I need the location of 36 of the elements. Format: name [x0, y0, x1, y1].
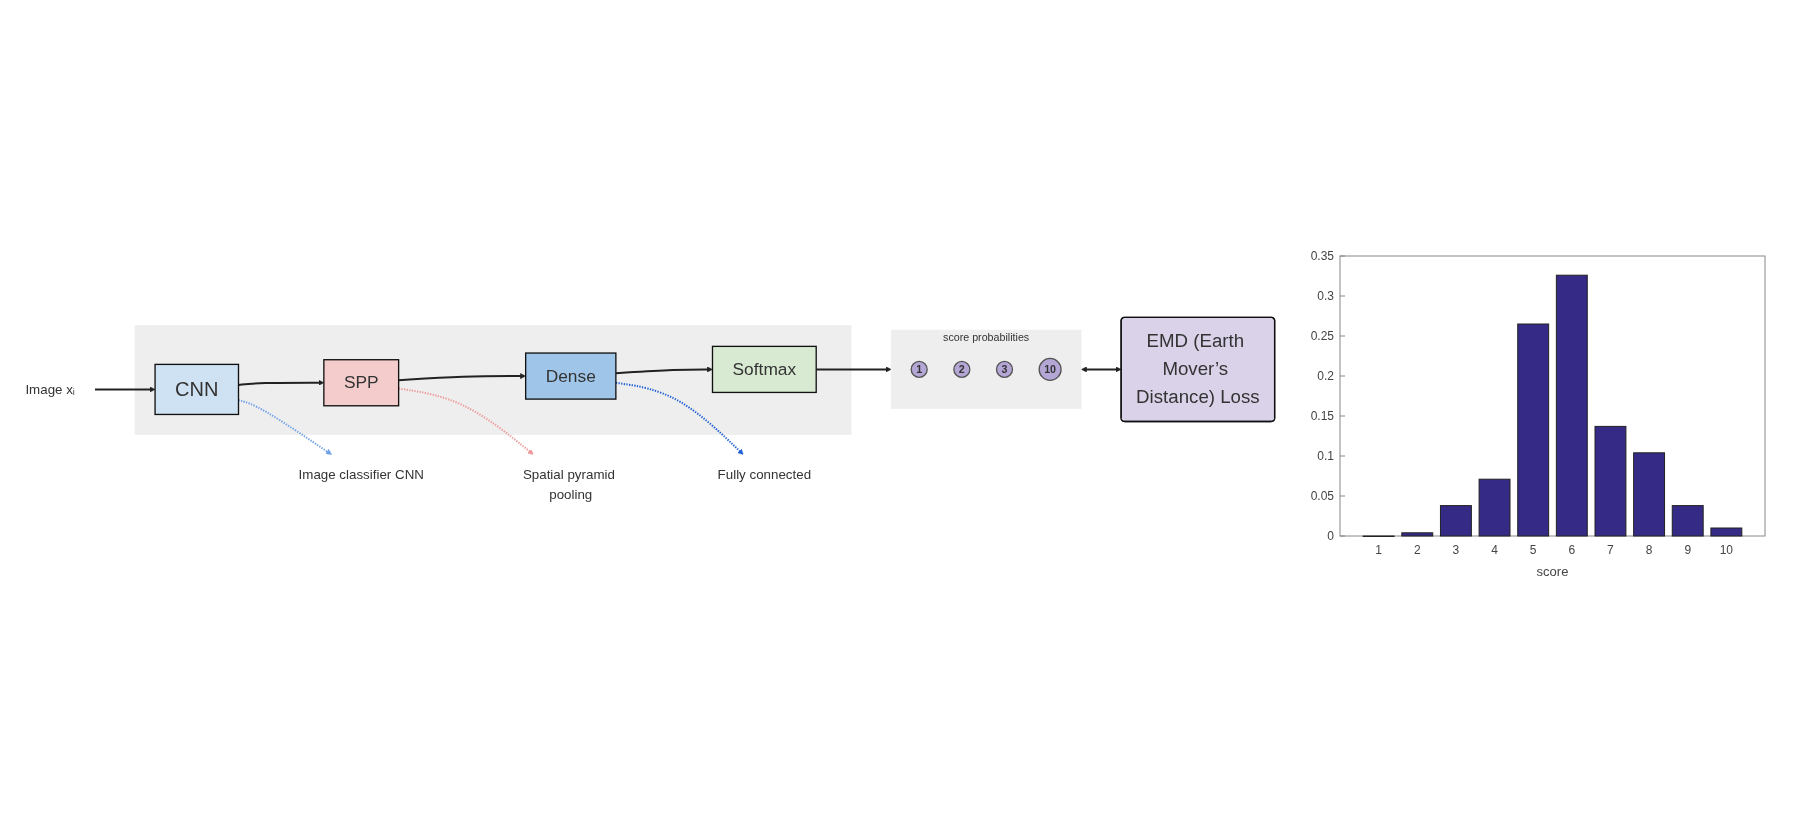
cluster [134, 325, 852, 435]
y-tick-label: 0.1 [1317, 449, 1334, 463]
x-tick-label: 6 [1568, 543, 1576, 557]
cluster [890, 329, 1082, 410]
node-text: Image classifier CNN [298, 467, 424, 482]
x-tick-label: 9 [1684, 543, 1692, 557]
y-tick-label: 0.35 [1310, 249, 1334, 263]
x-tick-label: 4 [1491, 543, 1498, 557]
node-box: SPP [323, 359, 400, 407]
x-tick-label: 7 [1607, 543, 1614, 557]
x-tick-label: 1 [1375, 543, 1382, 557]
arrow [94, 386, 156, 393]
y-tick-label: 0.3 [1317, 289, 1334, 303]
x-tick-label: 8 [1645, 543, 1653, 557]
x-tick-label: 5 [1529, 543, 1537, 557]
y-tick-label: 0.15 [1310, 409, 1334, 423]
node-circle: 3 [995, 360, 1014, 379]
x-tick-label: 2 [1413, 543, 1421, 557]
node-text: Fully connected [717, 467, 812, 482]
node-box: CNN [154, 363, 240, 416]
y-tick-label: 0 [1327, 529, 1334, 543]
node-box: Softmax [711, 345, 817, 394]
node-label: score probabilities [943, 332, 1030, 344]
node-circle: 10 [1038, 357, 1062, 382]
x-tick-label: 3 [1452, 543, 1460, 557]
y-tick-label: 0.25 [1310, 329, 1334, 343]
arrow [1081, 366, 1122, 373]
node-text: Spatial pyramid pooling [522, 467, 615, 502]
y-tick-label: 0.2 [1317, 369, 1334, 383]
node-text: Image xᵢ [25, 382, 75, 397]
node-circle: 2 [953, 360, 971, 379]
y-tick-label: 0.05 [1310, 489, 1334, 503]
axis-title: score [1536, 564, 1569, 579]
x-tick-label: 10 [1719, 543, 1734, 557]
node-box: Dense [525, 352, 617, 400]
node-circle: 1 [910, 360, 928, 379]
